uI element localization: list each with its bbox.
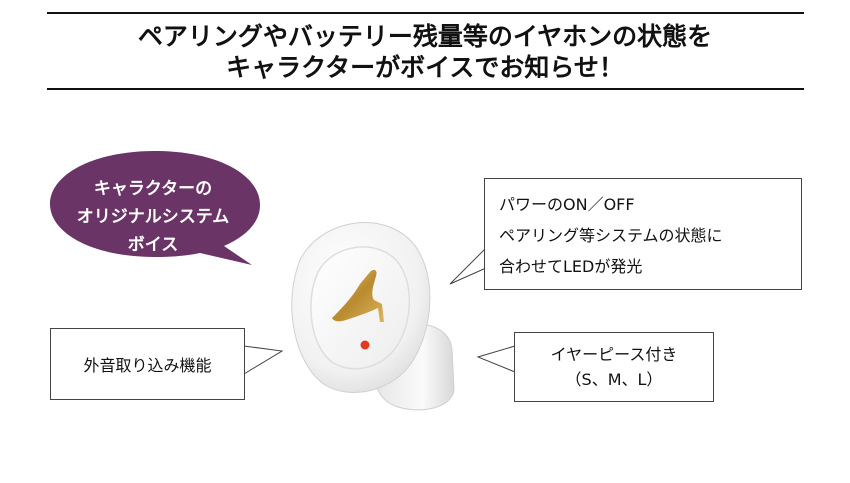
- callout-tips-line-1: イヤーピース付き: [550, 345, 678, 364]
- callout-tips-line-2: （S、M、L）: [565, 370, 663, 389]
- callout-ear-tips: イヤーピース付き （S、M、L）: [514, 332, 714, 402]
- speech-bubble-text: キャラクターの オリジナルシステム ボイス: [58, 175, 248, 259]
- callout-led-line-3: 合わせてLEDが発光: [499, 257, 643, 276]
- speech-line-1: キャラクターの: [93, 179, 213, 199]
- speech-bubble: [50, 151, 260, 265]
- bottom-rule: [47, 88, 804, 90]
- callout-ambient-mic: 外音取り込み機能: [50, 328, 245, 400]
- headline-line-2: キャラクターがボイスでお知らせ！: [226, 53, 624, 82]
- headline-line-1: ペアリングやバッテリー残量等のイヤホンの状態を: [137, 22, 713, 51]
- callout-mic-text: 外音取り込み機能: [83, 356, 212, 375]
- callout-led-line-2: ペアリング等システムの状態に: [499, 226, 723, 245]
- led-indicator: [360, 340, 370, 350]
- high-heel-logo-icon: [332, 269, 384, 322]
- speech-line-2: オリジナルシステム: [76, 207, 230, 227]
- top-rule: [47, 12, 804, 14]
- speech-line-3: ボイス: [127, 235, 179, 255]
- earbud-image: [291, 222, 455, 411]
- callout-led: パワーのON／OFF ペアリング等システムの状態に 合わせてLEDが発光: [484, 178, 802, 290]
- callout-led-line-1: パワーのON／OFF: [499, 195, 635, 214]
